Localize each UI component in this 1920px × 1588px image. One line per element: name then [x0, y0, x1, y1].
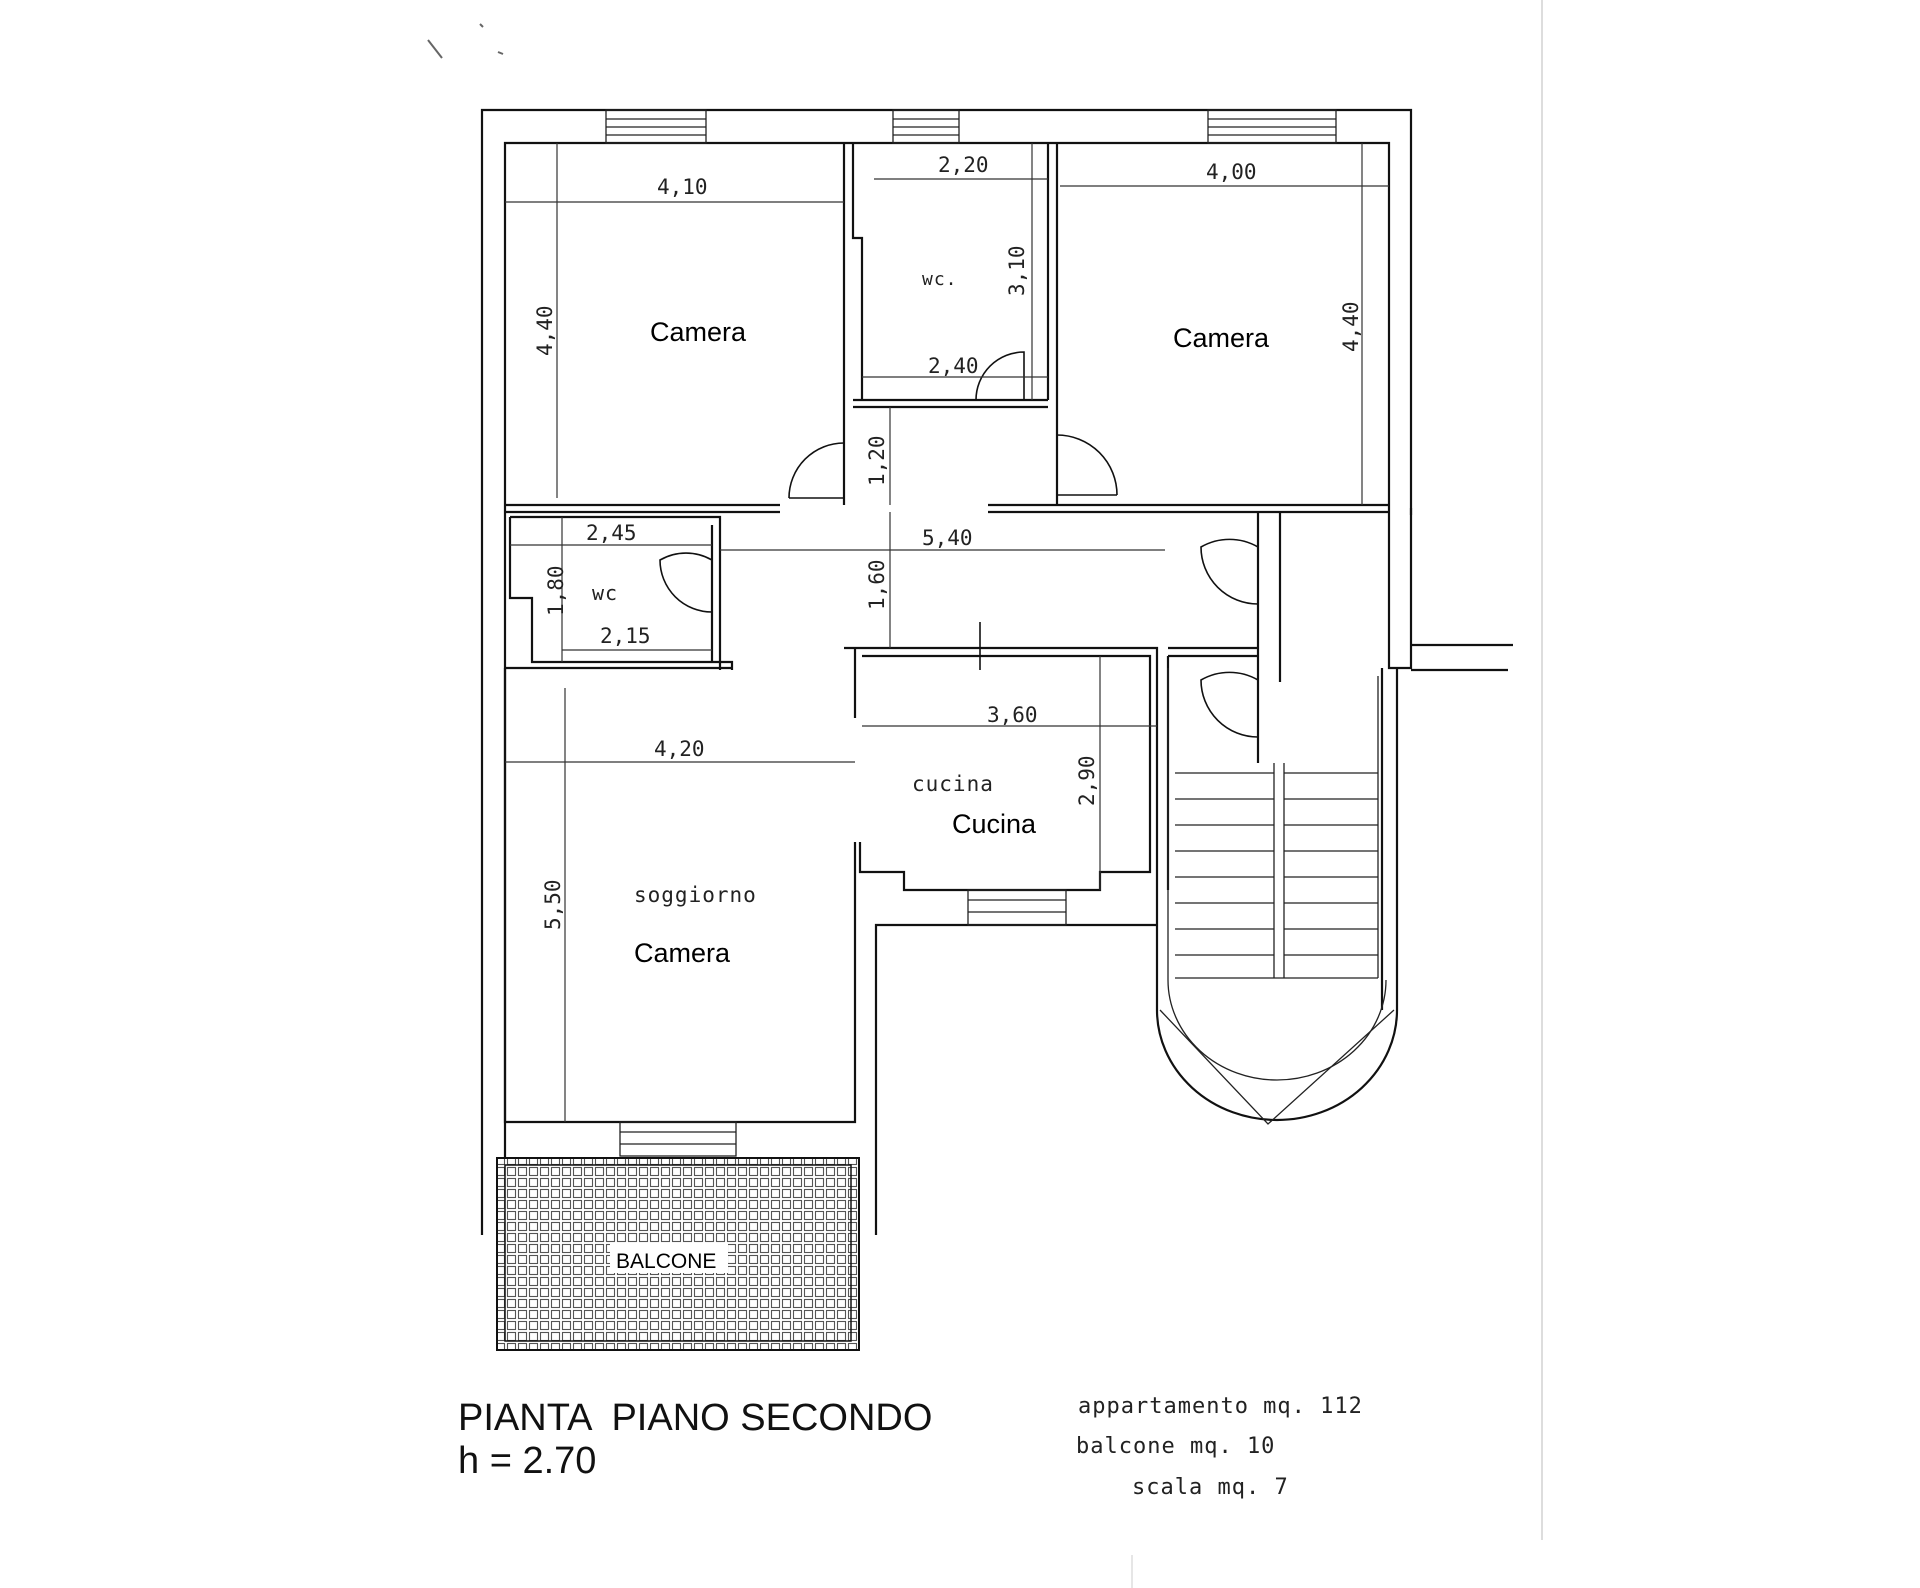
dim-2-40: 2,40 [928, 354, 979, 378]
note-scala: scala mq. 7 [1132, 1475, 1289, 1500]
note-appartamento: appartamento mq. 112 [1078, 1394, 1363, 1419]
room-label-balcone: BALCONE [616, 1250, 716, 1273]
top-windows [605, 109, 1337, 144]
dim-1-20: 1,20 [865, 435, 889, 486]
room-label-wc-top: wc. [922, 269, 958, 290]
dim-4-20: 4,20 [654, 737, 705, 761]
dim-1-80: 1,80 [544, 565, 568, 616]
staircase [1155, 656, 1399, 1125]
dim-5-50: 5,50 [541, 879, 565, 930]
dim-5-40: 5,40 [922, 526, 973, 550]
dim-2-45: 2,45 [586, 521, 637, 545]
room-label-soggiorno-hand: soggiorno [634, 883, 757, 907]
scan-marks [427, 23, 504, 59]
room-label-cucina-hand: cucina [912, 772, 994, 796]
room-label-wc-small: wc [592, 581, 618, 605]
note-balcone: balcone mq. 10 [1076, 1434, 1275, 1459]
doors [659, 351, 1259, 738]
kitchen-window [967, 889, 1067, 926]
room-label-camera-sw: Camera [634, 938, 731, 968]
balcony [496, 1157, 860, 1351]
dim-1-60: 1,60 [865, 559, 889, 610]
interior-walls [505, 143, 1513, 892]
dim-4-40-right: 4,40 [1339, 301, 1363, 352]
living-window [619, 1121, 737, 1157]
dim-4-40-left: 4,40 [533, 305, 557, 356]
dimension-lines [505, 143, 1389, 1122]
plan-height: h = 2.70 [458, 1440, 596, 1482]
room-label-cucina: Cucina [952, 809, 1037, 839]
dim-2-90: 2,90 [1075, 755, 1099, 806]
dim-4-10: 4,10 [657, 175, 708, 199]
dim-2-15: 2,15 [600, 624, 651, 648]
dim-3-60: 3,60 [987, 703, 1038, 727]
room-label-camera-ne: Camera [1173, 323, 1270, 353]
balcony-label-bg [610, 1243, 728, 1273]
room-label-camera-nw: Camera [650, 317, 747, 347]
dim-4-00: 4,00 [1206, 160, 1257, 184]
plan-title: PIANTA PIANO SECONDO [458, 1397, 932, 1439]
dim-3-10: 3,10 [1005, 245, 1029, 296]
dim-2-20: 2,20 [938, 153, 989, 177]
